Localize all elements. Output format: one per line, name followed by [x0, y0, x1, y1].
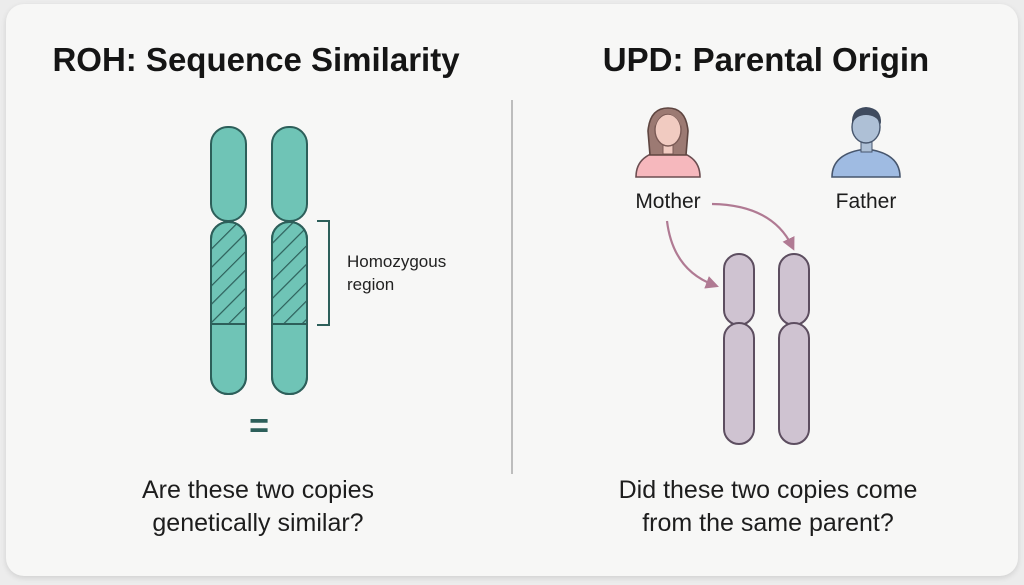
equals-symbol: =: [249, 407, 269, 445]
upd-question: Did these two copies come from the same …: [618, 476, 918, 537]
mother-arrow-2: [711, 202, 795, 251]
roh-homozygous-segment-2: [272, 222, 307, 324]
panel-divider: [511, 100, 513, 474]
homozygous-label-line2: region: [347, 275, 394, 294]
mother-label: Mother: [635, 190, 700, 213]
mother-icon: [635, 107, 701, 178]
father-label: Father: [836, 190, 897, 213]
father-icon: [831, 107, 901, 178]
roh-homozygous-segment-1: [211, 222, 246, 324]
roh-question: Are these two copies genetically similar…: [141, 476, 375, 537]
homozygous-bracket: [317, 220, 330, 326]
upd-chromosome-2: [778, 253, 810, 445]
roh-chromosome-2: [271, 126, 308, 395]
upd-chromosome-1: [723, 253, 755, 445]
upd-title: UPD: Parental Origin: [602, 41, 930, 78]
roh-chromosome-1: [210, 126, 247, 395]
homozygous-label-line1: Homozygous: [347, 252, 446, 271]
roh-title: ROH: Sequence Similarity: [52, 41, 460, 78]
mother-arrow-1: [665, 220, 719, 289]
